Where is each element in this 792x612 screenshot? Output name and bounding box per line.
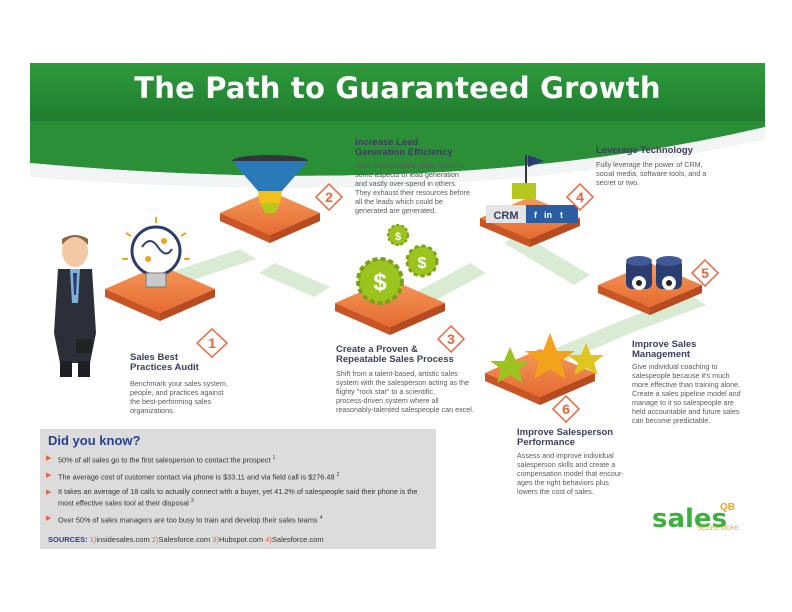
did-you-know-panel: Did you know? ▶ 50% of all sales go to t… xyxy=(40,429,436,549)
step-5-body: Give individual coaching to salespeople … xyxy=(632,362,741,425)
facts-list: ▶ 50% of all sales go to the first sales… xyxy=(46,454,430,532)
fact-item: ▶ 50% of all sales go to the first sales… xyxy=(46,455,276,465)
did-you-know-heading: Did you know? xyxy=(48,433,141,448)
infographic: The Path to Guaranteed Growth xyxy=(30,63,765,569)
step-6-body: Assess and improve individual salesperso… xyxy=(517,451,624,496)
step-4-body: Fully leverage the power of CRM, social … xyxy=(596,160,707,187)
crm-label: CRM xyxy=(493,210,518,222)
fact-item: ▶ The average cost of customer contact v… xyxy=(46,472,340,482)
step-number-3: 3 xyxy=(447,331,455,347)
step-tile-1 xyxy=(105,265,215,321)
salesqb-logo: sales QB SCORE MORE xyxy=(652,502,740,534)
step-number-5: 5 xyxy=(701,265,709,281)
source-link-2[interactable]: Salesforce.com xyxy=(158,535,211,544)
step-2-title: Increase Lead Generation Efficiency xyxy=(355,137,453,158)
crm-technology-icon xyxy=(486,155,578,223)
step-3-title: Create a Proven & Repeatable Sales Proce… xyxy=(336,344,454,365)
facebook-icon: f xyxy=(534,210,538,220)
banner-swoosh xyxy=(30,121,765,188)
source-link-4[interactable]: Salesforce.com xyxy=(271,535,324,544)
step-number-4: 4 xyxy=(576,189,584,205)
sources-line: SOURCES: 1)insidesales.com 2)Salesforce.… xyxy=(48,535,324,544)
bullet-triangle-icon: ▶ xyxy=(46,472,52,480)
number-badges xyxy=(195,182,720,424)
step-1-body: Benchmark your sales system, people, and… xyxy=(130,379,228,415)
step-6-title: Improve Salesperson Performance xyxy=(517,427,614,448)
bullet-triangle-icon: ▶ xyxy=(46,455,52,462)
dollar-gears-icon: $ $ $ xyxy=(356,224,439,305)
step-tile-3 xyxy=(335,279,445,335)
step-5-title: Improve Sales Management xyxy=(632,339,697,360)
svg-text:$: $ xyxy=(395,231,401,243)
svg-text:$: $ xyxy=(418,255,427,272)
source-link-1[interactable]: insidesales.com xyxy=(96,535,150,544)
step-4-title: Leverage Technology xyxy=(596,145,693,156)
step-2-body: Most organizations under-invest in some … xyxy=(355,161,471,215)
stars-icon xyxy=(490,333,604,383)
step-number-2: 2 xyxy=(325,189,333,205)
twitter-icon: t xyxy=(560,210,563,220)
linkedin-icon: in xyxy=(544,210,552,220)
businessman-illustration xyxy=(54,235,96,377)
svg-text:$: $ xyxy=(373,269,387,296)
funnel-icon xyxy=(232,155,308,213)
step-1-title: Sales Best Practices Audit xyxy=(130,352,199,373)
bullet-triangle-icon: ▶ xyxy=(46,489,52,497)
page-title: The Path to Guaranteed Growth xyxy=(134,71,661,105)
step-number-6: 6 xyxy=(562,401,570,417)
lightbulb-icon xyxy=(122,217,190,288)
fact-item: ▶ Over 50% of sales managers are too bus… xyxy=(46,515,323,525)
bullet-triangle-icon: ▶ xyxy=(46,515,52,523)
growth-path-illustration: $ $ $ CRM f in t xyxy=(54,155,720,424)
source-link-3[interactable]: Hubspot.com xyxy=(218,535,264,544)
fact-item: ▶ It takes an average of 18 calls to act… xyxy=(46,487,418,508)
step-3-body: Shift from a talent-based, artistic sale… xyxy=(336,369,474,414)
title-banner: The Path to Guaranteed Growth xyxy=(30,63,765,121)
binoculars-icon xyxy=(626,256,682,290)
step-number-1: 1 xyxy=(208,335,216,351)
